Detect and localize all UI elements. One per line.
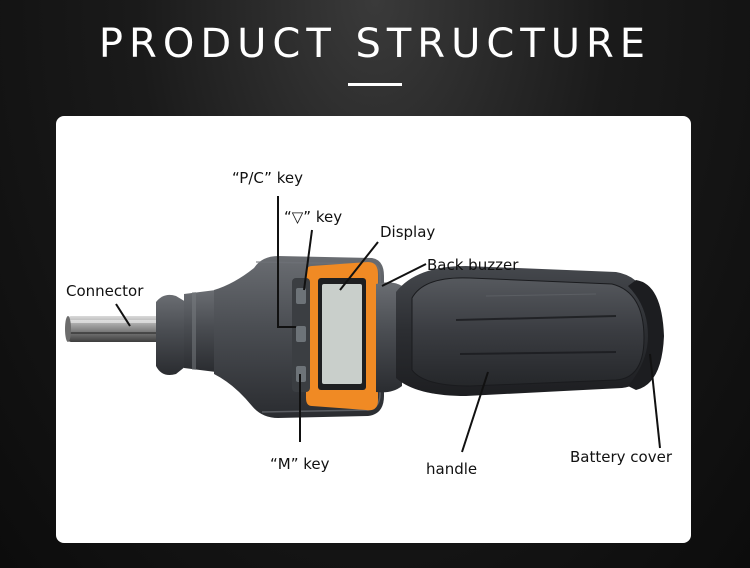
battery-cover <box>628 280 664 390</box>
down-key-button <box>296 326 306 342</box>
connector-collar <box>156 290 216 375</box>
label-pc-key: “P/C” key <box>232 169 303 187</box>
page-title: PRODUCT STRUCTURE <box>98 21 652 67</box>
leader-connector <box>115 303 131 327</box>
label-m-key: “M” key <box>270 455 330 473</box>
leader-display <box>339 241 379 291</box>
display-bezel <box>306 262 378 411</box>
pc-key-button <box>296 288 306 304</box>
leader-handle <box>461 371 489 453</box>
label-handle: handle <box>426 460 478 478</box>
leader-lines <box>115 196 661 453</box>
connector-shaft <box>65 316 168 342</box>
label-connector: Connector <box>66 282 144 300</box>
label-battery-cover: Battery cover <box>570 448 672 466</box>
title-underline <box>348 83 402 86</box>
leader-pc-key <box>277 196 296 328</box>
label-down-key: “▽” key <box>284 208 343 226</box>
leader-down-key <box>303 229 313 291</box>
leader-battery-cover <box>649 353 661 449</box>
handle-grip <box>396 266 656 396</box>
leader-back-buzzer <box>381 263 427 287</box>
key-panel <box>292 278 310 392</box>
diagram-card: “P/C” key “▽” key Display Back buzzer Co… <box>56 116 691 543</box>
torque-screwdriver-illustration <box>65 196 664 453</box>
label-back-buzzer: Back buzzer <box>427 256 519 274</box>
neck <box>376 282 402 393</box>
label-display: Display <box>380 223 436 241</box>
